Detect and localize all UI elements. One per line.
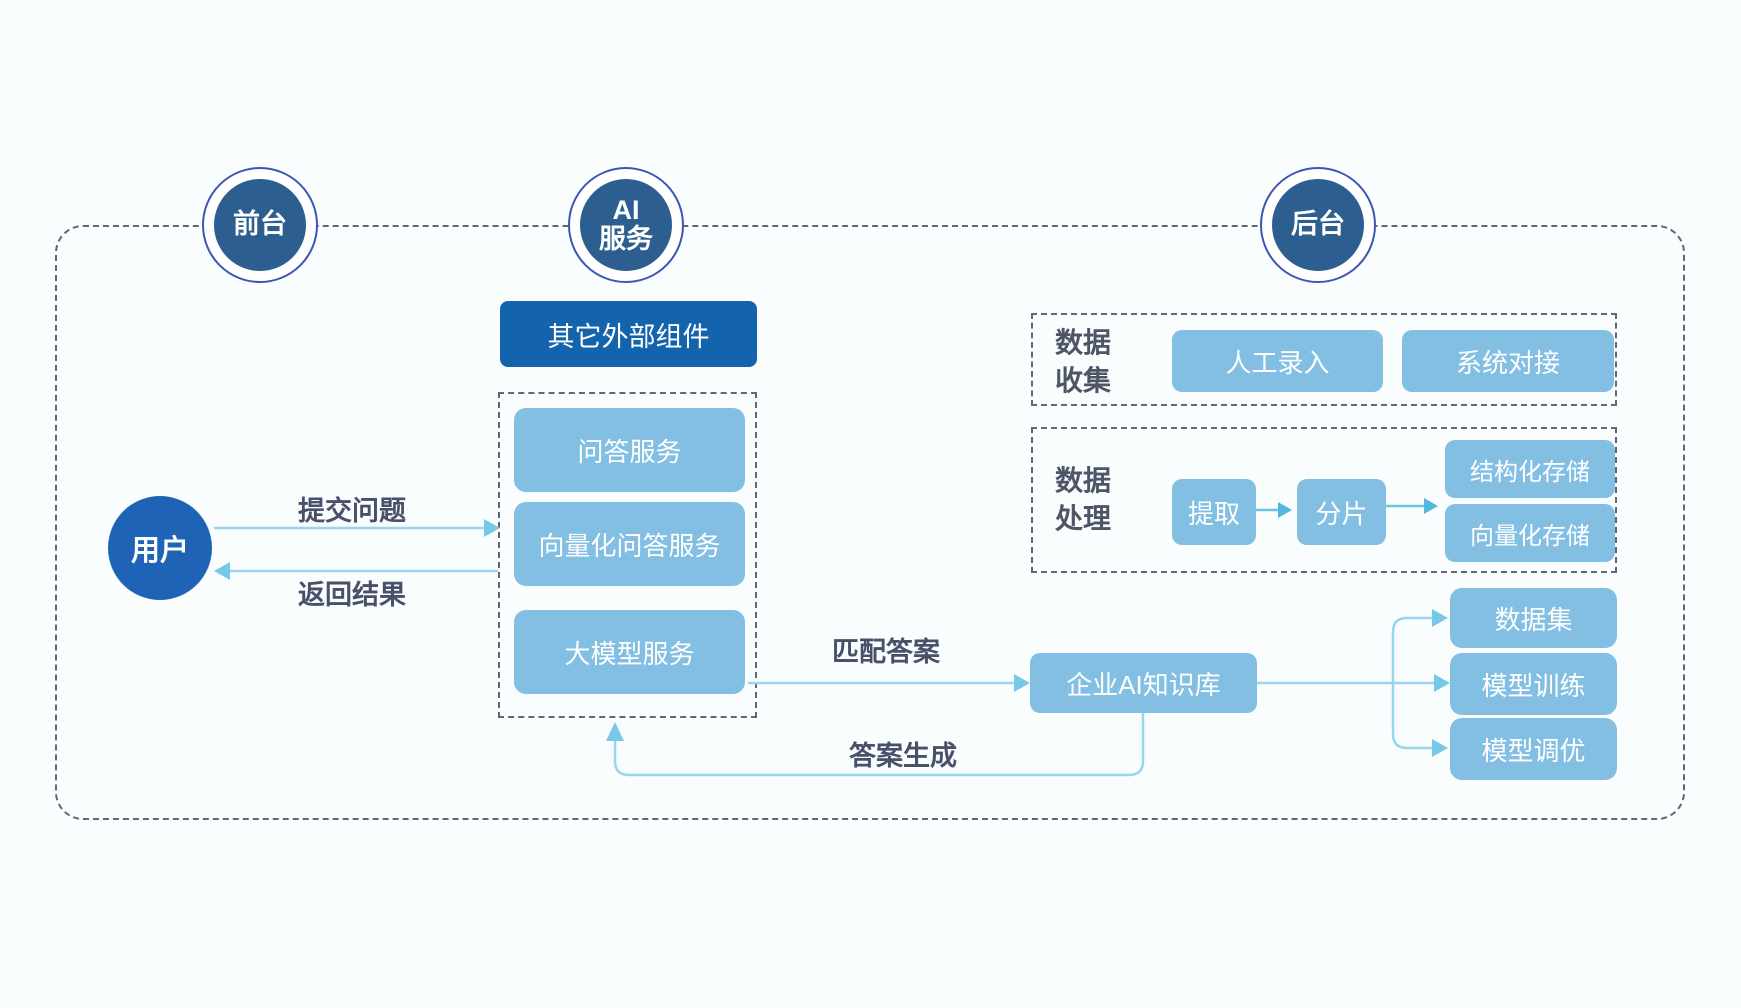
submit-question-label: 提交问题 [298, 496, 406, 526]
extract-node: 提取 [1172, 479, 1256, 545]
data-collection-label: 数据 收集 [1055, 327, 1112, 396]
data-processing-group: 数据 处理 提取 分片 结构化存储 向量化存储 [1031, 427, 1617, 573]
data-collection-group: 数据 收集 人工录入 系统对接 [1031, 313, 1617, 406]
data-processing-label: 数据 处理 [1055, 465, 1112, 534]
manual-entry-node: 人工录入 [1172, 330, 1383, 392]
structured-storage-node: 结构化存储 [1445, 440, 1615, 498]
vectorized-storage-node: 向量化存储 [1445, 504, 1615, 562]
zone-badge-frontend-label: 前台 [214, 179, 306, 271]
vectorized-qa-service-node: 向量化问答服务 [514, 502, 745, 586]
llm-service-node: 大模型服务 [514, 610, 745, 694]
model-tuning-node: 模型调优 [1450, 718, 1617, 780]
return-result-label: 返回结果 [298, 580, 406, 610]
system-integration-node: 系统对接 [1402, 330, 1614, 392]
match-answer-label: 匹配答案 [832, 637, 940, 667]
knowledge-base-node: 企业AI知识库 [1030, 653, 1257, 713]
zone-badge-ai-service-label: AI 服务 [580, 179, 672, 271]
system-boundary [55, 225, 1685, 820]
ai-services-group: 问答服务 向量化问答服务 大模型服务 [498, 392, 757, 718]
zone-badge-frontend: 前台 [202, 167, 318, 283]
user-node: 用户 [108, 496, 212, 600]
zone-badge-backend: 后台 [1260, 167, 1376, 283]
zone-badge-backend-label: 后台 [1272, 179, 1364, 271]
zone-badge-ai-service: AI 服务 [568, 167, 684, 283]
model-training-node: 模型训练 [1450, 653, 1617, 715]
shard-node: 分片 [1297, 479, 1386, 545]
qa-service-node: 问答服务 [514, 408, 745, 492]
dataset-node: 数据集 [1450, 588, 1617, 648]
answer-generation-label: 答案生成 [849, 741, 957, 771]
external-components-node: 其它外部组件 [500, 301, 757, 367]
